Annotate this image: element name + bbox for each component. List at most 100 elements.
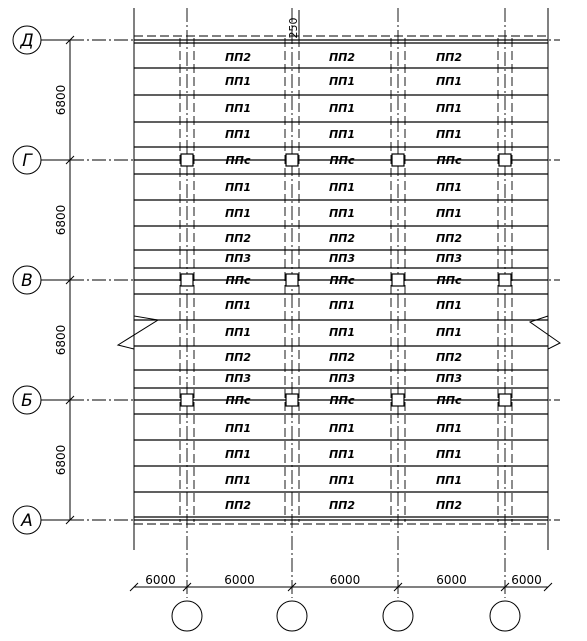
slab-mark: ПП1 <box>329 422 355 435</box>
slab-mark: ПП1 <box>329 207 355 220</box>
slab-mark: ПП1 <box>436 128 462 141</box>
slab-mark: ПП2 <box>329 232 355 245</box>
slab-mark: ПП3 <box>436 372 462 385</box>
slab-mark: ПП2 <box>436 499 462 512</box>
dimension-value: 6800 <box>54 325 68 356</box>
slab-mark: ПП1 <box>225 422 251 435</box>
dimension-value: 6800 <box>54 205 68 236</box>
slab-mark: ПП1 <box>225 207 251 220</box>
axis-bubble-bottom <box>276 600 308 632</box>
axis-label: В <box>21 271 33 291</box>
break-mark-right <box>528 300 561 360</box>
axis-bubble-bottom <box>489 600 521 632</box>
break-mark-left <box>116 300 160 360</box>
slab-mark: ПП1 <box>225 326 251 339</box>
slab-mark: ПП3 <box>225 372 251 385</box>
column <box>285 393 299 407</box>
slab-mark: ПП1 <box>329 448 355 461</box>
dimension-value: 6800 <box>54 445 68 476</box>
slab-mark: ПП1 <box>436 474 462 487</box>
slab-mark: ПП1 <box>436 75 462 88</box>
slab-mark: ПП2 <box>329 499 355 512</box>
slab-mark: ПП2 <box>436 351 462 364</box>
slab-mark: ПП3 <box>329 252 355 265</box>
slab-mark: ППс <box>226 274 251 287</box>
dimension-tick <box>287 582 297 592</box>
slab-mark: ПП1 <box>436 207 462 220</box>
slab-mark: ППс <box>330 154 355 167</box>
slab-mark: ПП1 <box>225 474 251 487</box>
dimension-value: 6000 <box>145 573 176 587</box>
column <box>498 153 512 167</box>
slab-mark: ПП2 <box>436 51 462 64</box>
column <box>285 153 299 167</box>
slab-mark: ПП1 <box>436 448 462 461</box>
slab-mark: ПП1 <box>436 181 462 194</box>
slab-mark: ПП1 <box>225 128 251 141</box>
slab-mark: ПП2 <box>225 499 251 512</box>
slab-mark: ПП1 <box>329 128 355 141</box>
slab-lines <box>134 39 548 521</box>
axis-bubble-bottom <box>382 600 414 632</box>
slab-mark: ПП1 <box>329 75 355 88</box>
axis-label: Д <box>19 31 33 51</box>
slab-mark: ПП2 <box>225 51 251 64</box>
dimension-value: 6000 <box>511 573 542 587</box>
axis-bubble <box>12 505 42 535</box>
slab-mark: ПП1 <box>436 102 462 115</box>
column <box>391 153 405 167</box>
slab-mark: ППс <box>437 154 462 167</box>
axis-grid <box>70 8 560 598</box>
axis-bubble <box>12 25 42 55</box>
slab-mark: ППс <box>330 274 355 287</box>
slab-mark: ПП1 <box>329 326 355 339</box>
slab-mark: ПП2 <box>329 351 355 364</box>
slab-mark: ПП1 <box>329 299 355 312</box>
slab-mark: ПП1 <box>329 474 355 487</box>
slab-mark: ПП1 <box>225 448 251 461</box>
dimension-tick <box>543 582 553 592</box>
slab-mark: ПП1 <box>225 299 251 312</box>
slab-mark: ПП2 <box>329 51 355 64</box>
axis-label: А <box>20 511 33 531</box>
dimension-tick <box>500 582 510 592</box>
axis-bubble <box>12 265 42 295</box>
slab-mark: ПП2 <box>436 232 462 245</box>
slab-mark: ПП2 <box>225 232 251 245</box>
slab-mark: ППс <box>437 394 462 407</box>
column <box>180 153 194 167</box>
dimension-value: 6000 <box>330 573 361 587</box>
offset-dimension: 250 <box>287 18 300 39</box>
axis-label: Б <box>21 391 33 411</box>
column <box>498 273 512 287</box>
column <box>391 393 405 407</box>
slab-mark: ПП3 <box>436 252 462 265</box>
slab-mark: ПП3 <box>225 252 251 265</box>
slab-mark: ППс <box>437 274 462 287</box>
dimension-tick <box>182 582 192 592</box>
slab-mark: ПП1 <box>329 102 355 115</box>
dimension-value: 6000 <box>436 573 467 587</box>
column <box>391 273 405 287</box>
columns <box>180 153 512 407</box>
slab-mark: ПП1 <box>225 181 251 194</box>
slab-mark: ПП3 <box>329 372 355 385</box>
dimension-tick <box>393 582 403 592</box>
slab-mark: ПП1 <box>436 299 462 312</box>
column <box>180 393 194 407</box>
slab-mark: ПП1 <box>225 102 251 115</box>
slab-mark: ПП2 <box>225 351 251 364</box>
axis-bubble-bottom <box>171 600 203 632</box>
slab-mark: ППс <box>226 154 251 167</box>
dimension-value: 6000 <box>224 573 255 587</box>
axis-bubble <box>12 385 42 415</box>
slab-mark: ПП1 <box>225 75 251 88</box>
dimension-tick <box>129 582 139 592</box>
slab-mark: ПП1 <box>329 181 355 194</box>
slab-mark: ППс <box>330 394 355 407</box>
column <box>180 273 194 287</box>
